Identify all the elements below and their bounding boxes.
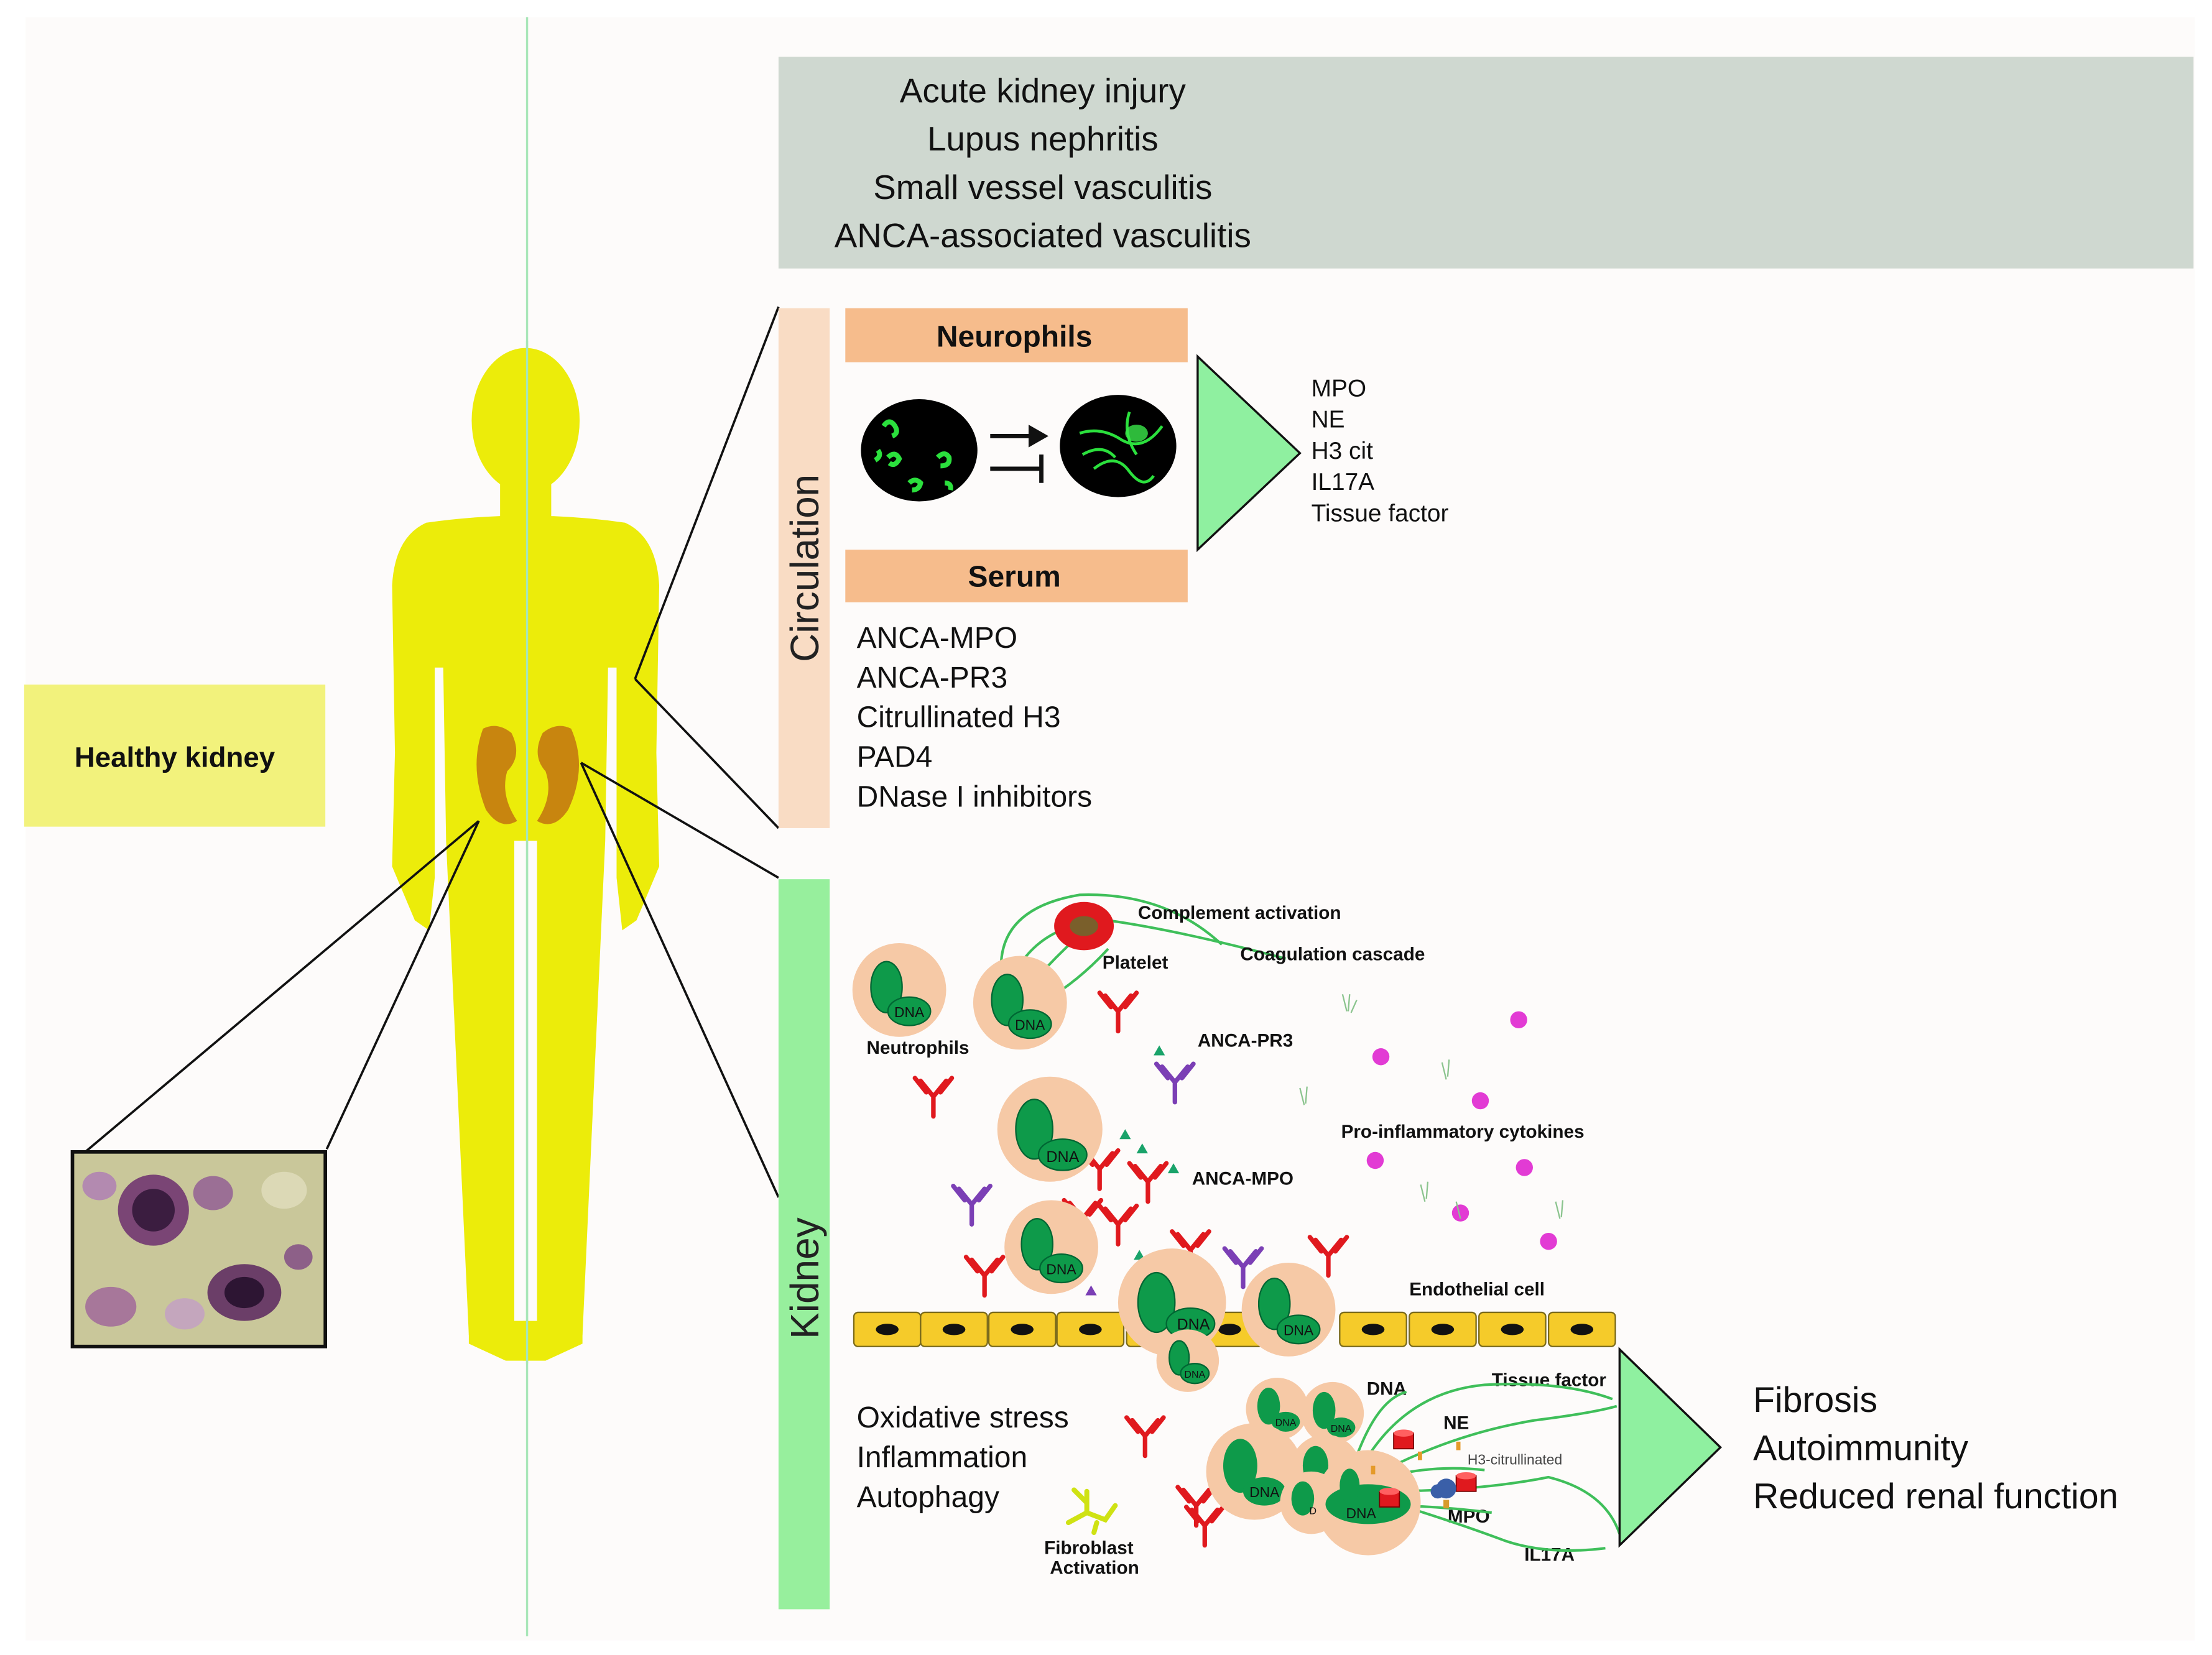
ne-markers (1379, 1429, 1477, 1508)
dna-cell-label: DNA (1275, 1418, 1297, 1429)
endothelial-nucleus (876, 1324, 899, 1335)
process-item: Oxidative stress (857, 1401, 1069, 1434)
serum-marker: PAD4 (857, 741, 933, 774)
fibroblast-label: Fibroblast (1044, 1537, 1134, 1558)
anca-mpo-label: ANCA-MPO (1192, 1168, 1293, 1189)
fibroblast-icon (1065, 1487, 1118, 1536)
human-body-silhouette (392, 348, 660, 1361)
endothelial-nucleus (1431, 1324, 1455, 1335)
neutrophils-header (845, 308, 1188, 362)
dna-cell-label: DNA (1331, 1424, 1352, 1434)
anca-pr3-label: ANCA-PR3 (1198, 1031, 1293, 1051)
transmigrating-neutrophils: DNA DNA DNA (1118, 1248, 1336, 1392)
disease-item: Lupus nephritis (927, 119, 1159, 158)
h3-marks (1371, 1441, 1461, 1475)
net-release-triangle (1196, 354, 1302, 553)
endothelial-cell-label: Endothelial cell (1409, 1279, 1545, 1300)
platelet-label: Platelet (1103, 952, 1168, 973)
outcome-item: Fibrosis (1753, 1380, 1877, 1420)
net-forming-neutrophils: DNA DNA DNA DNA DNA DN (1206, 1378, 1421, 1556)
serum-marker: ANCA-MPO (857, 622, 1018, 655)
serum-marker: ANCA-PR3 (857, 662, 1008, 694)
endothelial-nucleus (942, 1324, 966, 1335)
tissue-factor-label: Tissue factor (1492, 1370, 1607, 1391)
dna-cell-label: DNA (1015, 1017, 1045, 1033)
circulation-bar (778, 308, 830, 828)
platelet (1054, 901, 1114, 951)
healthy-kidney-label: Healthy kidney (75, 742, 275, 773)
dna-cell-label: DNA (1184, 1370, 1205, 1380)
dna-cell-label: DNA (894, 1004, 925, 1020)
kidney-section-label: Kidney (782, 1217, 827, 1339)
serum-marker: DNase I inhibitors (857, 781, 1093, 814)
connector-lines (84, 306, 780, 1198)
process-item: Inflammation (857, 1441, 1028, 1474)
net-marker: H3 cit (1312, 438, 1373, 464)
endothelial-nucleus (1218, 1324, 1241, 1335)
net-marker: Tissue factor (1312, 500, 1449, 527)
net-marker: MPO (1312, 375, 1366, 402)
activation-inhibition-arrows (990, 425, 1048, 483)
neutrophils-label: Neutrophils (867, 1038, 969, 1058)
neutrophil-microscopy-image (861, 399, 978, 502)
endothelial-nucleus (1079, 1324, 1102, 1335)
mpo-marker (1430, 1478, 1456, 1509)
cytokine-dots (1366, 1011, 1557, 1250)
neutrophil-cells: DNA DNA DNA DNA (852, 943, 1103, 1294)
kidney-bar (778, 879, 830, 1610)
disease-item: Acute kidney injury (900, 71, 1187, 110)
outcome-item: Autoimmunity (1753, 1429, 1968, 1468)
dna-cell-label: DNA (1046, 1261, 1076, 1277)
process-item: Autophagy (857, 1481, 999, 1514)
dna-cell-label: DNA (1046, 1148, 1079, 1166)
dna-cell-label: DNA (1249, 1484, 1280, 1500)
activation-label: Activation (1050, 1557, 1139, 1578)
dna-label: DNA (1367, 1378, 1407, 1399)
disease-item: Small vessel vasculitis (873, 168, 1212, 206)
serum-header-label: Serum (968, 561, 1061, 594)
disease-item: ANCA-associated vasculitis (835, 216, 1251, 255)
complement-activation-label: Complement activation (1138, 903, 1341, 923)
endothelial-nucleus (1501, 1324, 1524, 1335)
serum-marker: Citrullinated H3 (857, 701, 1061, 734)
ne-label: NE (1443, 1413, 1469, 1433)
antigen-triangles (1119, 1045, 1180, 1260)
cytokine-sprigs (1299, 993, 1564, 1219)
outcome-item: Reduced renal function (1753, 1477, 2118, 1516)
endothelial-nucleus (1570, 1324, 1594, 1335)
dna-cell-label: DNA (1284, 1322, 1314, 1339)
background-panel (25, 17, 2195, 1641)
kidney-organ (476, 726, 580, 824)
net-marker: IL17A (1312, 469, 1375, 496)
endothelial-nucleus (1011, 1324, 1034, 1335)
net-microscopy-image (1060, 395, 1177, 497)
circulation-label: Circulation (782, 474, 827, 662)
dna-cell-label: DNA (1346, 1505, 1376, 1521)
endothelial-nucleus (1361, 1324, 1385, 1335)
coagulation-cascade-label: Coagulation cascade (1240, 944, 1425, 964)
h3-citrullinated-label: H3-citrullinated (1468, 1451, 1562, 1467)
cytokines-label: Pro-inflammatory cytokines (1341, 1122, 1585, 1142)
outcome-triangle (1618, 1347, 1723, 1548)
healthy-kidney-box (24, 685, 326, 827)
kidney-histology-image (70, 1150, 328, 1348)
neutrophils-header-label: Neurophils (937, 320, 1093, 353)
net-marker: NE (1312, 407, 1345, 433)
serum-header (845, 550, 1188, 602)
disease-box (778, 57, 2194, 269)
endothelial-layer (853, 1311, 1616, 1347)
